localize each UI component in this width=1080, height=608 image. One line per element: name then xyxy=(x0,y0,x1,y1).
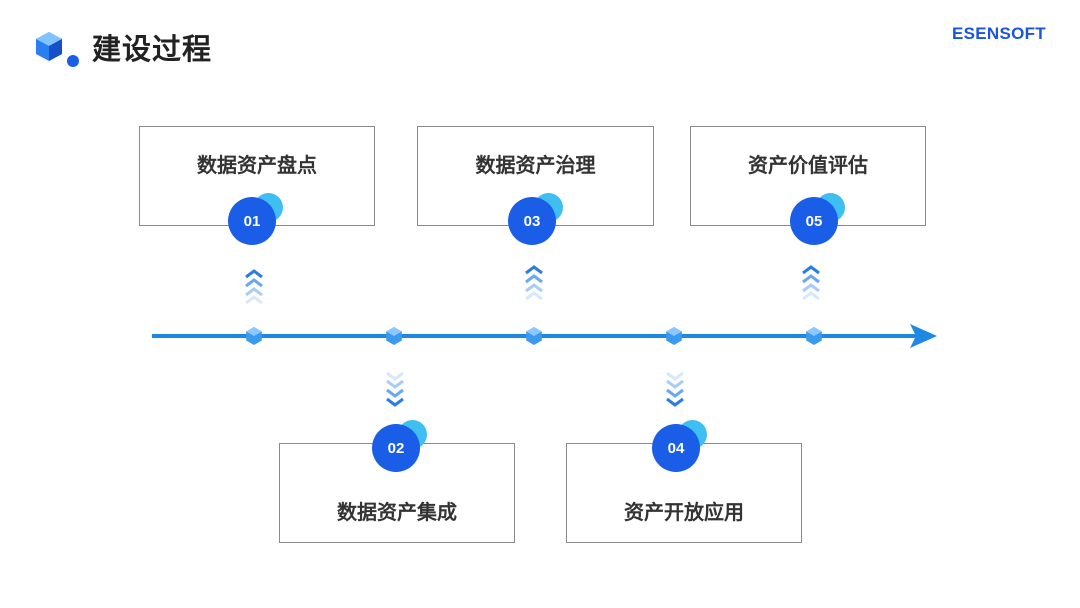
step-label: 资产开放应用 xyxy=(624,500,744,524)
step-badge-04: 04 xyxy=(652,420,708,472)
step-badge-01: 01 xyxy=(228,193,284,245)
hexagon-node-icon xyxy=(386,327,402,345)
step-label: 数据资产盘点 xyxy=(197,153,317,177)
step-card-04: 资产开放应用 xyxy=(566,443,802,543)
hexagon-node-icon xyxy=(806,327,822,345)
hexagon-node-icon xyxy=(666,327,682,345)
hexagon-node-icon xyxy=(526,327,542,345)
chevrons-up-icon xyxy=(802,265,820,300)
cube-logo-icon xyxy=(36,32,79,67)
hexagon-node-icon xyxy=(246,327,262,345)
step-number: 03 xyxy=(508,197,556,245)
page-title: 建设过程 xyxy=(92,32,213,66)
chevrons-up-icon xyxy=(245,269,263,304)
step-number: 04 xyxy=(652,424,700,472)
arrow-right-icon xyxy=(910,324,937,348)
step-badge-03: 03 xyxy=(508,193,564,245)
step-badge-02: 02 xyxy=(372,420,428,472)
step-number: 05 xyxy=(790,197,838,245)
chevrons-down-icon xyxy=(666,372,684,407)
step-number: 02 xyxy=(372,424,420,472)
step-label: 数据资产集成 xyxy=(337,500,457,524)
chevrons-down-icon xyxy=(386,372,404,407)
step-label: 数据资产治理 xyxy=(475,153,596,177)
step-badge-05: 05 xyxy=(790,193,846,245)
brand-logo-text: ESENSOFT xyxy=(951,24,1046,43)
chevrons-up-icon xyxy=(525,265,543,300)
step-label: 资产价值评估 xyxy=(748,153,868,177)
step-number: 01 xyxy=(228,197,276,245)
